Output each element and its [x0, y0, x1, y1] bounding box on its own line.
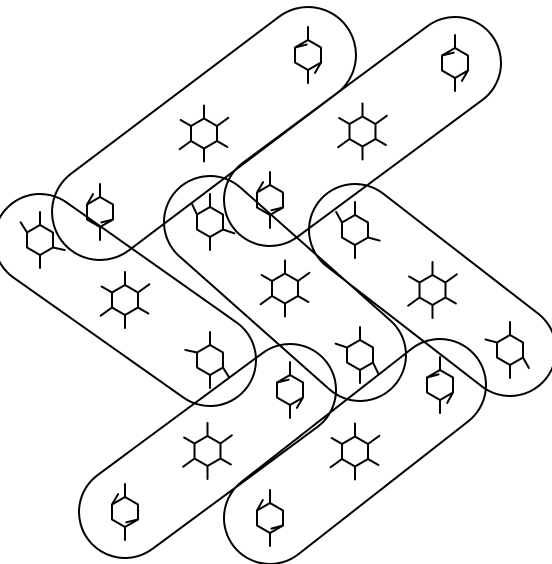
side-chain	[329, 458, 344, 469]
ring-substituent	[426, 373, 440, 379]
aromatic-ring	[86, 196, 114, 228]
side-chain	[219, 434, 233, 445]
aromatic-ring	[196, 206, 224, 238]
ring-substituent	[521, 356, 530, 369]
aromatic-ring	[271, 272, 299, 305]
ring-substituent	[125, 518, 139, 524]
aromatic-ring	[341, 435, 369, 468]
side-chain	[136, 306, 150, 315]
side-chain	[374, 138, 387, 146]
aromatic-ring	[256, 184, 284, 216]
ring-substituent	[334, 342, 349, 349]
side-chain	[407, 296, 421, 307]
aromatic-ring	[111, 496, 139, 528]
ring-substituent	[111, 493, 120, 506]
capsule-outline	[308, 183, 552, 397]
side-chain	[366, 458, 380, 466]
packing-unit	[308, 183, 552, 397]
aromatic-ring	[418, 274, 447, 306]
side-chain	[136, 283, 151, 294]
side-chain	[330, 437, 344, 445]
side-chain	[444, 273, 458, 284]
packing-unit	[223, 16, 502, 247]
capsule-outline	[223, 338, 487, 564]
packing-unit	[163, 175, 407, 402]
ring-substituent	[270, 524, 284, 530]
side-chain	[366, 434, 381, 445]
side-chain	[183, 436, 196, 445]
aromatic-ring	[256, 502, 284, 534]
aromatic-ring	[346, 339, 374, 371]
packing-unit	[223, 338, 487, 564]
side-chain	[215, 140, 229, 148]
side-chain	[260, 274, 274, 282]
side-chain	[182, 457, 196, 468]
aromatic-ring	[341, 214, 369, 246]
packing-unit	[0, 193, 257, 407]
side-chain	[219, 457, 232, 466]
ring-substituent	[460, 69, 469, 82]
side-chain	[337, 138, 351, 149]
ring-substituent	[270, 206, 284, 212]
ring-substituent	[86, 193, 95, 206]
ring-substituent	[294, 43, 308, 49]
side-chain	[99, 306, 114, 317]
side-chain	[338, 117, 351, 125]
side-chain	[215, 116, 230, 127]
ring-substituent	[51, 246, 66, 252]
ring-substituent	[371, 361, 380, 375]
aromatic-ring	[496, 334, 524, 366]
ring-substituent	[446, 391, 454, 404]
aromatic-ring	[276, 374, 304, 406]
side-chain	[259, 295, 274, 306]
ring-substituent	[276, 378, 290, 384]
aromatic-ring	[426, 369, 454, 401]
capsule-outline	[78, 343, 337, 559]
ring-substituent	[366, 236, 381, 242]
side-chain	[100, 285, 114, 294]
ring-substituent	[484, 338, 499, 344]
aromatic-ring	[26, 224, 54, 256]
ring-substituent	[19, 221, 29, 234]
side-chain	[179, 119, 193, 127]
aromatic-ring	[348, 115, 377, 148]
aromatic-ring	[196, 344, 224, 376]
ring-substituent	[313, 61, 322, 74]
aromatic-ring	[111, 284, 139, 316]
packing-unit	[78, 343, 337, 559]
capsule-outline	[51, 6, 357, 261]
ring-substituent	[184, 348, 199, 354]
capsule-outline	[163, 175, 407, 402]
aromatic-ring	[294, 39, 322, 71]
capsule-outline	[0, 193, 257, 407]
side-chain	[296, 295, 310, 303]
ring-substituent	[295, 396, 304, 409]
side-chain	[408, 275, 421, 284]
side-chain	[178, 140, 193, 151]
aromatic-ring	[190, 117, 218, 150]
aromatic-ring	[441, 47, 469, 79]
ring-substituent	[335, 211, 344, 224]
side-chain	[444, 296, 457, 305]
ring-substituent	[256, 181, 265, 194]
ring-substituent	[441, 51, 455, 57]
ring-substituent	[100, 218, 114, 224]
packing-unit	[51, 6, 357, 261]
ring-substituent	[190, 202, 199, 216]
side-chain	[374, 114, 388, 125]
ring-substituent	[221, 366, 231, 379]
ring-substituent	[221, 228, 236, 235]
aromatic-ring	[193, 435, 222, 467]
ring-substituent	[256, 499, 264, 512]
side-chain	[296, 271, 311, 282]
